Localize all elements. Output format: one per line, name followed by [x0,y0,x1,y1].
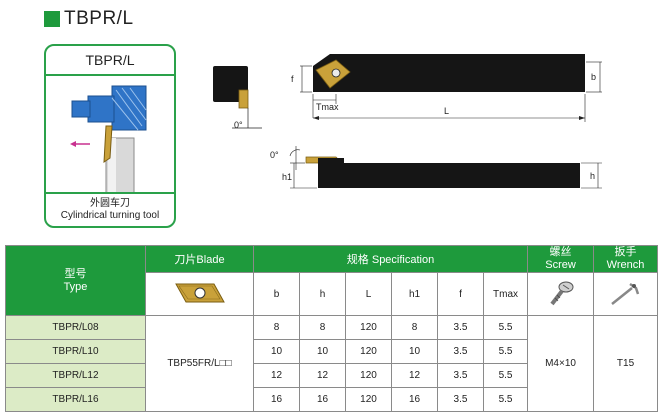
specification-table: 型号 Type 刀片Blade 规格 Specification 螺丝 Scre… [5,245,659,412]
row-L: 120 [345,363,392,388]
screw-header-en: Screw [545,259,576,271]
row-h: 16 [299,387,346,412]
screw-value: M4×10 [527,315,595,412]
wrench-icon [610,282,639,305]
caption-cn: 外圆车刀 [90,198,130,209]
col-h1: h1 [391,272,438,316]
wrench-image-cell [593,272,659,316]
row-f: 3.5 [437,339,484,364]
page-title: TBPR/L [44,8,134,30]
row-tmax: 5.5 [482,339,529,364]
blade-insert-icon [174,283,225,302]
table-row: TBPR/L10 10 10 120 10 3.5 5.5 [5,339,658,364]
table-row: TBPR/L16 16 16 120 16 3.5 5.5 [5,387,658,412]
table-row: TBPR/L08 TBP55FR/L□□ 8 8 120 8 3.5 5.5 M… [5,315,659,412]
row-type: TBPR/L10 [5,339,146,364]
angle-label-top: 0° [234,120,243,130]
blade-header: 刀片Blade [145,245,254,273]
insert-shape [103,125,113,163]
title-marker [44,11,60,27]
row-f: 3.5 [437,315,484,340]
col-tmax: Tmax [482,272,529,316]
side-view: 0° h1 h [270,146,602,189]
row-type: TBPR/L08 [5,315,146,340]
row-h1: 16 [391,387,438,412]
row-L: 120 [345,387,392,412]
row-L: 120 [345,315,392,340]
row-h1: 8 [391,315,438,340]
row-f: 3.5 [437,387,484,412]
end-view: 0° [213,66,262,130]
screw-header: 螺丝 Screw [527,245,595,273]
screw-image-cell [527,272,595,316]
type-header: 型号 Type [5,245,146,316]
row-L: 120 [345,339,392,364]
dim-L: L [444,106,449,116]
type-header-en: Type [63,280,88,293]
top-view: f b Tmax L [291,54,602,122]
row-tmax: 5.5 [482,387,529,412]
wrench-value: T15 [593,315,659,412]
dim-tmax: Tmax [316,102,339,112]
row-h1: 12 [391,363,438,388]
screw-icon [549,281,574,305]
row-f: 3.5 [437,363,484,388]
technical-drawing: 0° f b Tmax L 0° [213,54,602,189]
angle-label-side: 0° [270,150,279,160]
workpiece [71,85,147,131]
blade-value: TBP55FR/L□□ [145,315,254,412]
info-box-caption: 外圆车刀 Cylindrical turning tool [46,192,174,226]
type-header-cn: 型号 [64,267,87,280]
row-b: 12 [253,363,300,388]
wrench-header-en: Wrench [606,259,645,271]
row-h: 12 [299,363,346,388]
title-text: TBPR/L [64,8,134,29]
feed-arrow-icon [70,141,90,147]
tool-info-box: TBPR/L 外圆车刀 Cylindrical turning tool [44,44,176,228]
row-b: 10 [253,339,300,364]
row-h1: 10 [391,339,438,364]
row-type: TBPR/L12 [5,363,146,388]
info-box-header: TBPR/L [46,46,174,76]
turning-illustration [70,85,147,194]
dim-f: f [291,74,294,84]
caption-en: Cylindrical turning tool [60,210,160,221]
screw-header-cn: 螺丝 [549,246,572,258]
col-L: L [345,272,392,316]
wrench-header: 扳手 Wrench [593,245,659,273]
dim-b: b [591,72,596,82]
wrench-header-cn: 扳手 [614,246,637,258]
col-f: f [437,272,484,316]
dim-h: h [590,171,595,181]
col-b: b [253,272,300,316]
blade-image-cell [145,272,254,316]
table-subheader-row: b h L h1 f Tmax [6,272,659,316]
col-h: h [299,272,346,316]
dim-h1: h1 [282,172,292,182]
row-h: 10 [299,339,346,364]
row-type: TBPR/L16 [5,387,146,412]
spec-header: 规格 Specification [252,245,529,273]
row-tmax: 5.5 [482,315,529,340]
row-b: 8 [253,315,300,340]
row-tmax: 5.5 [482,363,529,388]
row-h: 8 [299,315,346,340]
table-header-row: 型号 Type 刀片Blade 规格 Specification 螺丝 Scre… [5,245,659,316]
row-b: 16 [253,387,300,412]
